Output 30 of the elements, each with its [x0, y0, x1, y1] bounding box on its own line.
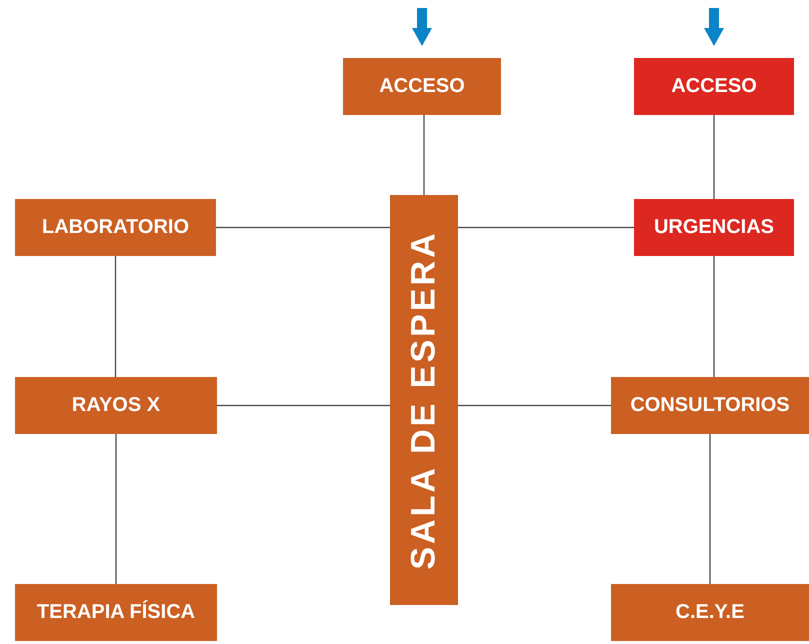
connector-line [713, 256, 715, 377]
area-box [15, 584, 217, 641]
area-label: LABORATORIO [42, 216, 190, 239]
connector-line [114, 256, 116, 377]
connector-line [458, 404, 611, 406]
area-box [611, 584, 809, 641]
area-box [634, 199, 794, 256]
connector-line [217, 404, 390, 406]
area-label: RAYOS X [72, 394, 160, 417]
connector-line [423, 115, 425, 195]
area-label: CONSULTORIOS [630, 394, 790, 417]
area-label: ACCESO [379, 75, 465, 98]
waiting-room-box [390, 195, 458, 605]
area-label: URGENCIAS [654, 216, 774, 239]
connector-line [709, 434, 711, 584]
area-box [15, 199, 216, 256]
area-box [15, 377, 217, 434]
entry-arrow [412, 8, 432, 46]
area-label: C.E.Y.E [676, 601, 744, 624]
connector-line [713, 115, 715, 199]
area-label: SALA DE ESPERA [404, 230, 444, 570]
area-label: TERAPIA FÍSICA [36, 601, 196, 624]
area-box [343, 58, 501, 115]
area-box [611, 377, 809, 434]
connector-line [115, 434, 117, 584]
connector-line [216, 226, 390, 228]
area-box [634, 58, 794, 115]
entry-arrow [704, 8, 724, 46]
connector-line [458, 226, 634, 228]
area-label: ACCESO [671, 75, 757, 98]
